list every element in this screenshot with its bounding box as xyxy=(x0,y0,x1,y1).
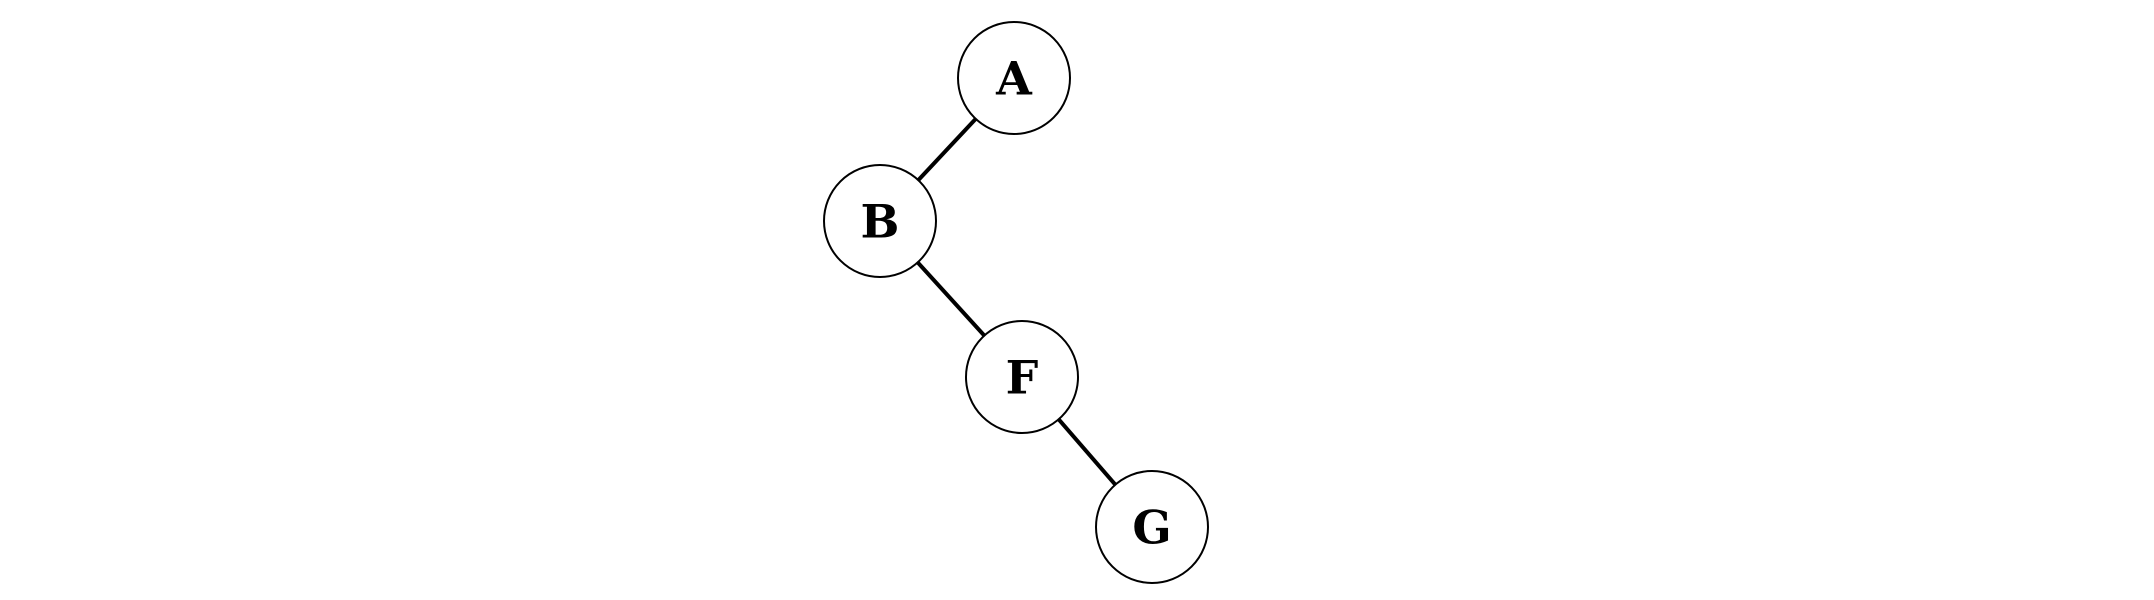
graph-node-label-F: F xyxy=(1006,351,1039,405)
graph-node-label-B: B xyxy=(861,195,900,249)
graph-node-A: A xyxy=(957,21,1071,135)
graph-node-circle-B xyxy=(823,164,937,278)
graph-node-circle-F xyxy=(965,320,1079,434)
graph-node-B: B xyxy=(823,164,937,278)
graph-node-circle-G xyxy=(1095,470,1209,584)
graph-node-label-A: A xyxy=(995,52,1033,106)
graph-node-F: F xyxy=(965,320,1079,434)
graph-node-G: G xyxy=(1095,470,1209,584)
graph-node-circle-A xyxy=(957,21,1071,135)
graph-node-label-G: G xyxy=(1132,501,1171,555)
